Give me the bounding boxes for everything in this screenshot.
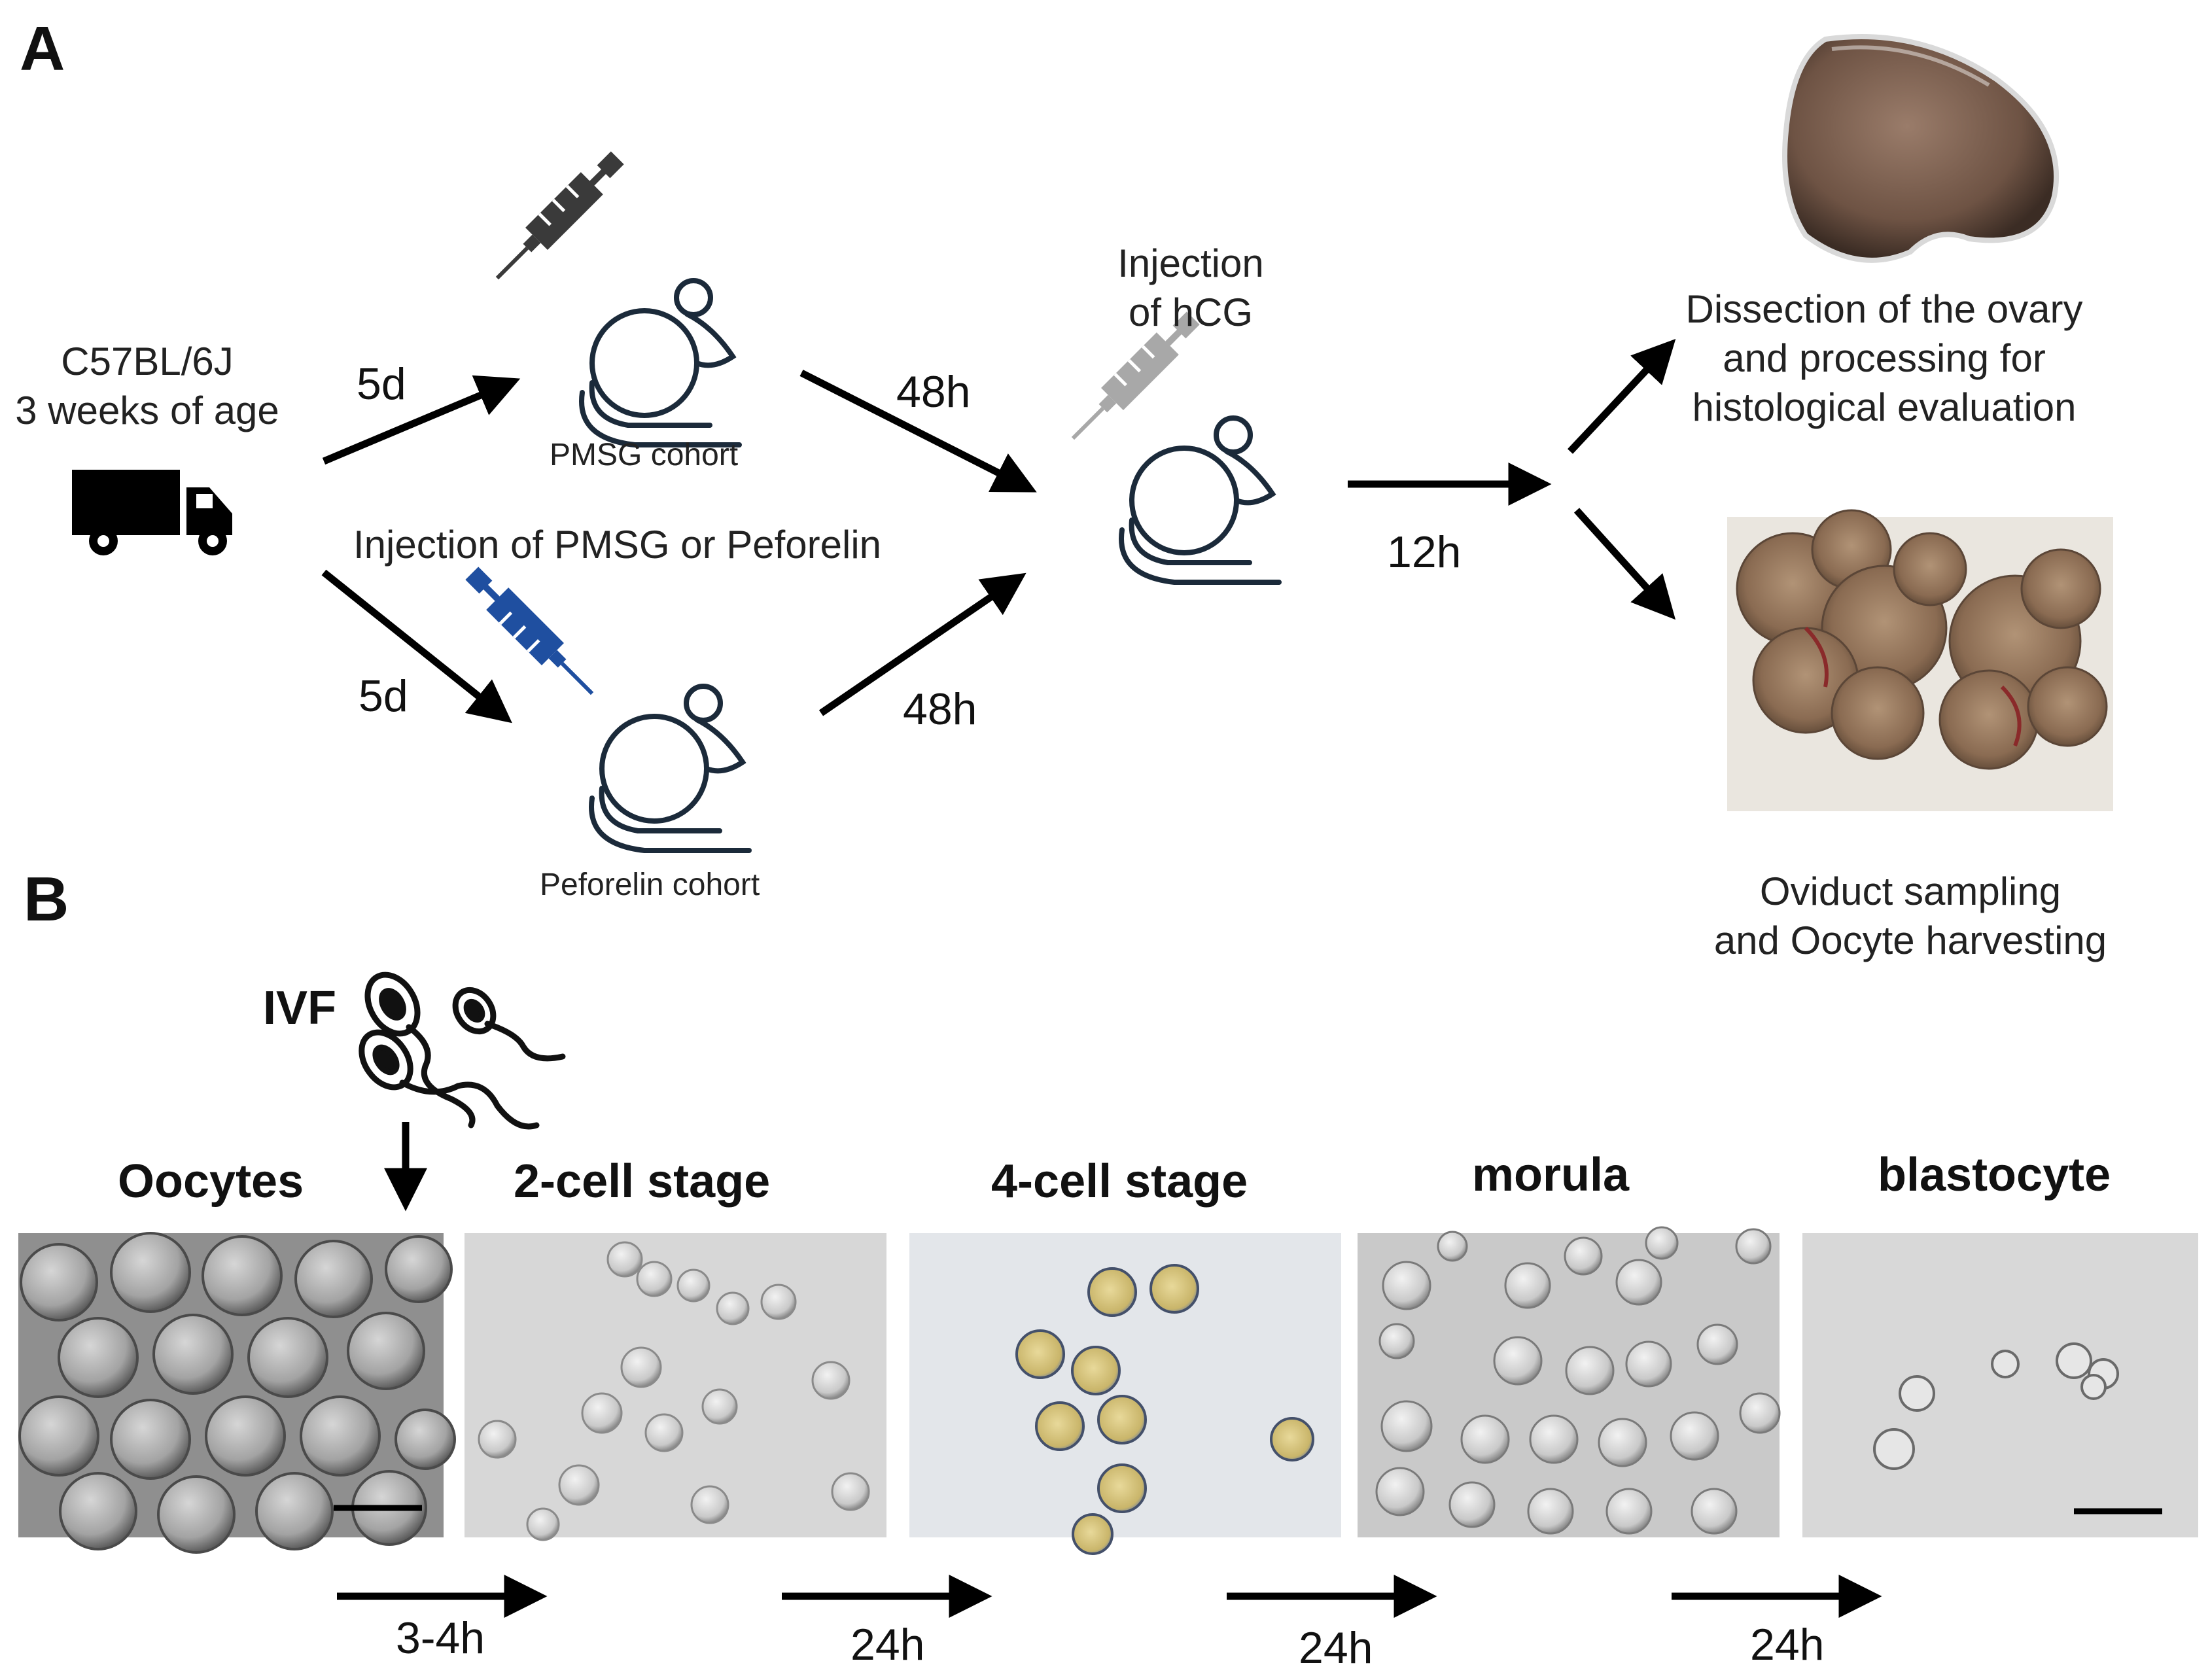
peforelin-cohort-label: Peforelin cohort <box>540 867 760 902</box>
arrow-to-peforelin <box>321 569 512 724</box>
panel-b-label: B <box>24 864 69 934</box>
four-cell-micrograph <box>909 1233 1341 1555</box>
pmsg-cohort-label: PMSG cohort <box>550 438 739 472</box>
sperm-icon <box>359 971 566 1130</box>
hcg-mouse-icon <box>1119 415 1282 585</box>
two-cell-micrograph <box>465 1233 886 1541</box>
stage-label-4-cell: 4-cell stage <box>991 1155 1248 1208</box>
arrow-5d-bottom-label: 5d <box>359 671 408 721</box>
arrow-split-to-ovary <box>1567 338 1676 454</box>
interval-label-1: 3-4h <box>396 1613 485 1663</box>
ivf-label: IVF <box>263 982 337 1034</box>
peforelin-syringe-icon <box>465 567 594 695</box>
arrow-split-to-oviduct <box>1573 508 1676 620</box>
arrow-5d-top-label: 5d <box>357 359 406 409</box>
injection-label: Injection of PMSG or Peforelin <box>353 523 882 567</box>
ovary-caption: Dissection of the ovary and processing f… <box>1685 287 2083 429</box>
blastocyte-micrograph <box>1802 1233 2198 1537</box>
oviduct-caption: Oviduct sampling and Oocyte harvesting <box>1713 869 2107 962</box>
arrow-48h-bottom-label: 48h <box>903 684 977 734</box>
hcg-label: Injection of hCG <box>1117 241 1264 334</box>
stage-label-morula: morula <box>1472 1149 1630 1201</box>
oocytes-micrograph <box>18 1232 456 1554</box>
hcg-syringe-icon <box>1071 311 1200 440</box>
arrow-peforelin-to-hcg <box>818 572 1026 716</box>
arrow-12h-label: 12h <box>1387 527 1462 577</box>
stage-label-blastocyte: blastocyte <box>1878 1149 2111 1201</box>
ovary-image <box>1782 34 2059 263</box>
arrow-48h-top-label: 48h <box>896 367 971 417</box>
pmsg-mouse-icon <box>579 278 742 447</box>
morula-micrograph <box>1358 1226 1781 1537</box>
panel-a-label: A <box>20 14 65 84</box>
peforelin-mouse-icon <box>589 684 752 853</box>
strain-label: C57BL/6J 3 weeks of age <box>15 340 279 432</box>
delivery-truck-icon <box>72 470 232 555</box>
stage-label-oocytes: Oocytes <box>118 1155 304 1208</box>
pmsg-syringe-icon <box>495 151 624 280</box>
interval-label-3: 24h <box>1299 1623 1373 1673</box>
arrow-pmsg-to-hcg <box>799 370 1037 493</box>
interval-label-4: 24h <box>1750 1620 1825 1670</box>
arrow-to-pmsg <box>322 375 521 465</box>
stage-label-2-cell: 2-cell stage <box>514 1155 771 1208</box>
oviduct-image <box>1727 509 2113 811</box>
interval-label-2: 24h <box>851 1620 925 1670</box>
